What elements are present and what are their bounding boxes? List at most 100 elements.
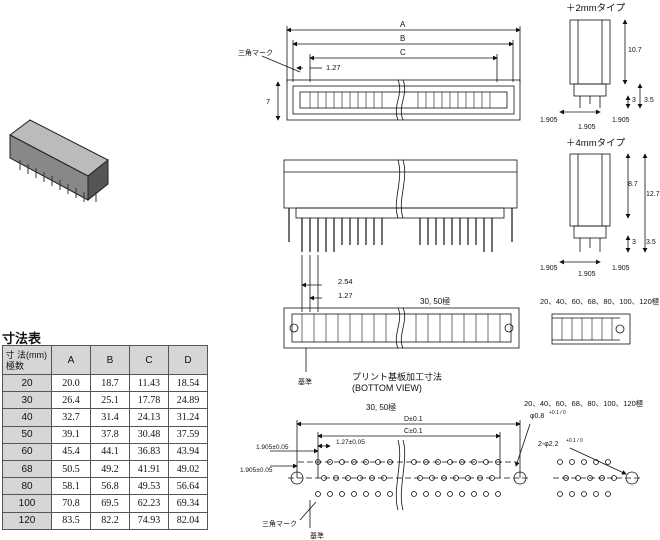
bottom-view-30-50-drawing [283, 307, 520, 372]
poles-cell: 30 [2, 391, 52, 410]
label-hole-big: 2-φ2.2 [538, 441, 559, 448]
label-datum-pcb: 基準 [310, 531, 324, 540]
label-pitch-1905-f: 1.905 [612, 265, 630, 272]
value-cell: 31.4 [90, 408, 130, 427]
value-cell: 83.5 [51, 511, 91, 530]
value-cell: 20.0 [51, 373, 91, 393]
value-cell: 41.91 [129, 459, 169, 479]
value-cell: 11.43 [129, 373, 169, 393]
label-pitch-1-27-front: 1.27 [338, 291, 353, 300]
value-cell: 26.4 [51, 391, 91, 410]
label-poles-30-50-pcb: 30, 50極 [366, 402, 396, 412]
table-header-row: 寸 法(mm) 極数 A B C D [2, 345, 208, 375]
value-cell: 49.2 [90, 459, 130, 479]
poles-cell: 100 [2, 494, 52, 513]
label-height-7: 7 [266, 97, 270, 106]
connector-perspective-image [9, 119, 109, 202]
poles-cell: 120 [2, 511, 52, 530]
label-height-3-top: 3 [632, 97, 636, 104]
poles-cell: 60 [2, 442, 52, 461]
label-pitch-1-27-tol: 1.27±0.05 [336, 439, 365, 446]
pcb-bottom-view: (BOTTOM VIEW) [352, 383, 422, 393]
column-header-b: B [90, 345, 130, 375]
label-height-10-7: 10.7 [628, 47, 642, 54]
label-pitch-1905-tol-a: 1.905±0.05 [256, 444, 289, 451]
value-cell: 45.4 [51, 442, 91, 461]
column-header-d: D [168, 345, 208, 375]
label-hole-big-tol: +0.1 / 0 [566, 438, 583, 444]
label-poles-many-pcb: 20、40、60、68、80、100、120極 [524, 398, 644, 408]
dimension-table-title: 寸法表 [2, 331, 42, 346]
side-view-plus-2mm [559, 19, 643, 115]
label-poles-30-50-bottom: 30, 50極 [420, 296, 450, 306]
value-cell: 24.13 [129, 408, 169, 427]
label-A: A [400, 20, 406, 29]
label-triangle-mark-top: 三角マーク [238, 48, 273, 57]
label-C: C [400, 48, 406, 57]
value-cell: 30.48 [129, 425, 169, 444]
value-cell: 70.8 [51, 494, 91, 513]
poles-cell: 68 [2, 459, 52, 479]
label-pitch-1905-e: 1.905 [578, 271, 596, 278]
label-datum-bottom: 基準 [298, 377, 312, 386]
column-header-a: A [51, 345, 91, 375]
value-cell: 25.1 [90, 391, 130, 410]
label-pitch-1905-tol-b: 1.905±0.05 [240, 467, 273, 474]
label-B: B [400, 34, 405, 43]
value-cell: 82.04 [168, 511, 208, 530]
label-height-3-5-bottom: 3.5 [646, 239, 656, 246]
label-height-3-5-top: 3.5 [644, 97, 654, 104]
value-cell: 49.53 [129, 477, 169, 496]
poles-cell: 50 [2, 425, 52, 444]
value-cell: 37.8 [90, 425, 130, 444]
value-cell: 31.24 [168, 408, 208, 427]
label-c-tolerance: C±0.1 [404, 428, 423, 435]
pcb-title: プリント基板加工寸法 [352, 371, 442, 382]
poles-cell: 80 [2, 477, 52, 496]
label-height-3-bottom: 3 [632, 239, 636, 246]
value-cell: 49.02 [168, 459, 208, 479]
corner-label-poles: 極数 [6, 361, 25, 371]
bottom-view-other-poles-drawing [551, 313, 631, 345]
value-cell: 74.93 [129, 511, 169, 530]
value-cell: 69.5 [90, 494, 130, 513]
front-view-drawing [283, 159, 518, 312]
value-cell: 39.1 [51, 425, 91, 444]
label-triangle-mark-pcb: 三角マーク [262, 519, 297, 528]
top-view-drawing [261, 26, 521, 121]
pcb-hole-pattern-other-poles [514, 423, 640, 497]
poles-cell: 20 [2, 373, 52, 393]
label-d-tolerance: D±0.1 [404, 416, 423, 423]
side-view-plus-4mm [559, 153, 648, 265]
poles-cell: 40 [2, 408, 52, 427]
label-type-plus-4mm: ＋4mmタイプ [566, 138, 626, 149]
label-pitch-1905-b: 1.905 [578, 124, 596, 131]
value-cell: 69.34 [168, 494, 208, 513]
value-cell: 18.54 [168, 373, 208, 393]
table-corner-cell: 寸 法(mm) 極数 [2, 345, 52, 375]
pcb-hole-pattern-30-50 [270, 420, 530, 528]
label-poles-many-bottom: 20、40、60、68、80、100、120極 [540, 296, 660, 306]
value-cell: 24.89 [168, 391, 208, 410]
value-cell: 18.7 [90, 373, 130, 393]
value-cell: 32.7 [51, 408, 91, 427]
label-type-plus-2mm: ＋2mmタイプ [566, 3, 626, 14]
value-cell: 43.94 [168, 442, 208, 461]
corner-label-dimension: 寸 法(mm) [5, 350, 48, 360]
column-header-c: C [129, 345, 169, 375]
value-cell: 58.1 [51, 477, 91, 496]
value-cell: 17.78 [129, 391, 169, 410]
label-pitch-1905-c: 1.905 [612, 117, 630, 124]
label-pitch-1905-a: 1.905 [540, 117, 558, 124]
